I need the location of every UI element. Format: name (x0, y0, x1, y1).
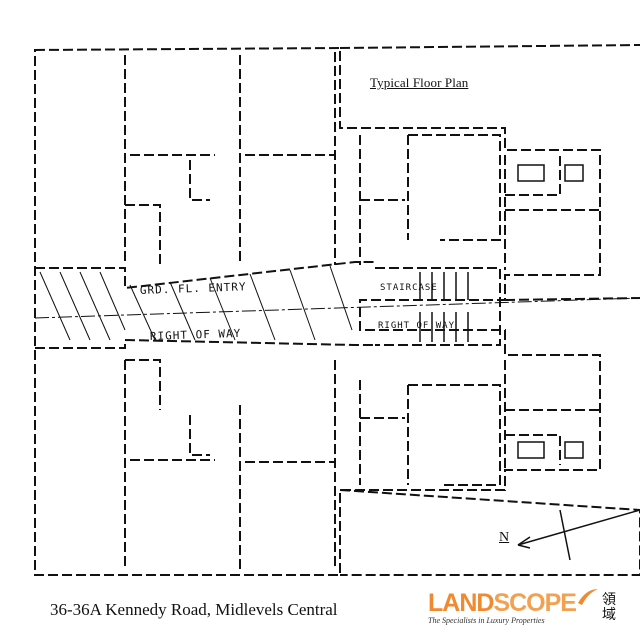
north-label: N (499, 530, 510, 545)
outer-wall (34, 46, 601, 576)
stair-right-of-way-label: RIGHT OF WAY (378, 321, 455, 331)
logo-chinese: 領域 (602, 592, 616, 623)
logo-tagline: The Specialists in Luxury Properties (428, 616, 545, 625)
north-arrow (517, 509, 640, 546)
swoosh-icon (578, 589, 598, 605)
logo-scope: SCOPE (493, 589, 577, 617)
landscope-logo: LANDSCOPE The Specialists in Luxury Prop… (428, 589, 628, 629)
right-of-way-label: RIGHT OF WAY (150, 327, 242, 343)
logo-land: LAND (428, 589, 494, 617)
entry-label: GRD. FL. ENTRY (140, 280, 247, 297)
address-caption: 36-36A Kennedy Road, Midlevels Central (50, 600, 338, 619)
entry-corridor (35, 261, 375, 290)
staircase-label: STAIRCASE (380, 283, 438, 293)
logo-wordmark: LANDSCOPE (428, 589, 577, 618)
plan-title: Typical Floor Plan (370, 75, 469, 90)
